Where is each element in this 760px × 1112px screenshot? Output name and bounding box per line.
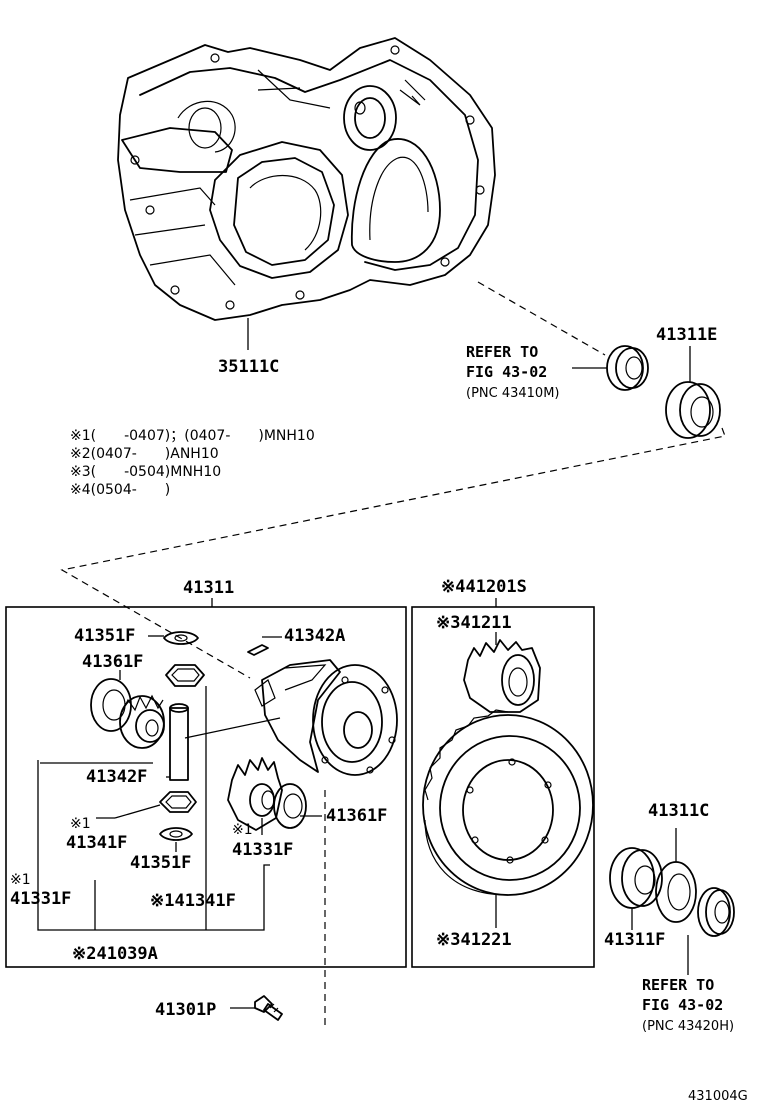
differential-case-drawing	[254, 659, 398, 776]
oil-seal-upper-drawing	[572, 345, 649, 391]
ref-lower-line3: (PNC 43420H)	[642, 1019, 734, 1034]
label-41351f-bottom: 41351F	[130, 853, 191, 873]
label-41342a: 41342A	[284, 626, 345, 646]
ring-gear-box	[411, 606, 595, 968]
dashed-guide-upper	[477, 281, 606, 356]
note-1: ※1( -0407)；(0407- )MNH10	[70, 428, 315, 444]
label-41039a: ※241039A	[72, 944, 158, 964]
drive-pinion-drawing	[463, 632, 541, 713]
pinion-shaft-drawing	[166, 703, 189, 781]
note-2: ※2(0407- )ANH10	[70, 446, 219, 462]
side-gear-left-drawing	[119, 694, 165, 749]
ref-upper-line1: REFER TO	[466, 343, 538, 361]
label-35111c: 35111C	[218, 357, 279, 377]
label-41201s: ※441201S	[441, 577, 527, 597]
label-41341f: 41341F	[66, 833, 127, 853]
label-41361f-left: 41361F	[82, 652, 143, 672]
washer-41351f-top-drawing	[148, 631, 199, 645]
bearing-race-41311c-drawing	[655, 828, 697, 923]
ring-gear-drawing	[422, 709, 594, 928]
thrust-washer-right-drawing	[273, 783, 322, 829]
label-41311: 41311	[183, 578, 234, 598]
pinion-gear-41341f-drawing	[96, 791, 197, 819]
note-3: ※3( -0504)MNH10	[70, 464, 221, 480]
thrust-washer-left-drawing	[90, 670, 132, 732]
label-41341f-bottom: ※141341F	[150, 891, 236, 911]
ref-lower-line1: REFER TO	[642, 976, 714, 994]
dashed-guide-axis	[60, 427, 726, 679]
label-41311f: 41311F	[604, 930, 665, 950]
transaxle-case-drawing	[117, 37, 496, 350]
mark-1-c: ※1	[10, 872, 31, 888]
mark-1-a: ※1	[70, 816, 91, 832]
label-41361f-right: 41361F	[326, 806, 387, 826]
pin-41342a-drawing	[247, 636, 282, 656]
label-41351f-top: 41351F	[74, 626, 135, 646]
oil-seal-lower-drawing	[687, 887, 735, 975]
shaft-guide-line	[184, 717, 281, 739]
ref-upper-line2: FIG 43-02	[466, 363, 547, 381]
bolt-41301p-drawing	[230, 995, 283, 1021]
label-41211: ※341211	[436, 613, 512, 633]
label-41331f-right: 41331F	[232, 840, 293, 860]
bearing-41311e-drawing	[665, 346, 721, 439]
leader-41039a	[37, 760, 270, 931]
washer-41351f-bottom-drawing	[159, 827, 193, 852]
ref-lower-line2: FIG 43-02	[642, 996, 723, 1014]
mark-1-b: ※1	[232, 822, 253, 838]
label-41311e: 41311E	[656, 325, 717, 345]
label-41331f-left: 41331F	[10, 889, 71, 909]
bearing-41311f-drawing	[609, 847, 663, 930]
pinion-washer-top-drawing	[165, 664, 205, 687]
ref-upper-line3: (PNC 43410M)	[466, 386, 560, 401]
label-41311c: 41311C	[648, 801, 709, 821]
label-41342f: 41342F	[86, 767, 147, 787]
figure-id: 431004G	[688, 1089, 748, 1104]
label-41301p: 41301P	[155, 1000, 216, 1020]
diff-assembly-box	[5, 606, 407, 968]
label-41221: ※341221	[436, 930, 512, 950]
note-4: ※4(0504- )	[70, 482, 170, 498]
